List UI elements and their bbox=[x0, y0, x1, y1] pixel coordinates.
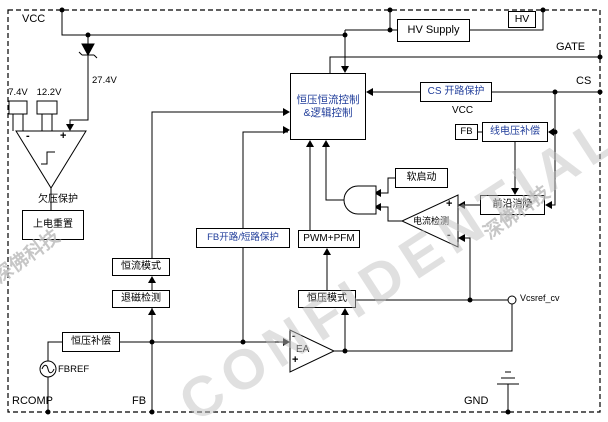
soft-start-block: 软启动 bbox=[395, 168, 448, 188]
leading-edge-blanking-block: 前沿消隐 bbox=[480, 195, 545, 215]
line-comp-fb-label: FB bbox=[455, 124, 478, 140]
error-amp-icon bbox=[289, 329, 336, 373]
demag-detect-block: 退磁检测 bbox=[112, 290, 170, 308]
control-logic-line1: 恒压恒流控制 bbox=[296, 94, 360, 107]
hv-supply-block: HV Supply bbox=[397, 19, 470, 42]
cv-mode-block: 恒压模式 bbox=[298, 290, 356, 308]
fbref-source-icon bbox=[39, 360, 57, 378]
pin-gate: GATE bbox=[556, 41, 586, 53]
cs-open-protect-block: CS 开路保护 bbox=[420, 82, 492, 102]
uvlo-plus: + bbox=[60, 130, 67, 142]
chip-boundary bbox=[7, 9, 601, 413]
uvlo-minus: - bbox=[26, 130, 30, 142]
current-detect-label: 电流检测 bbox=[412, 216, 449, 226]
vcsref-node-icon bbox=[507, 295, 517, 305]
error-amp-minus: - bbox=[292, 330, 296, 342]
line-comp-vcc-label: VCC bbox=[452, 105, 474, 116]
threshold-low-label: 7.4V bbox=[8, 87, 28, 98]
pin-hv: HV bbox=[508, 11, 536, 28]
fb-protect-block: FB开路/短路保护 bbox=[196, 228, 290, 248]
pin-fb: FB bbox=[132, 395, 147, 407]
cv-comp-block: 恒压补偿 bbox=[62, 332, 120, 352]
zener-diode-icon bbox=[78, 43, 98, 59]
uvlo-comparator-icon bbox=[15, 130, 87, 189]
uvlo-label: 欠压保护 bbox=[38, 194, 78, 205]
ground-icon bbox=[497, 371, 519, 385]
zener-voltage-label: 27.4V bbox=[92, 75, 117, 86]
pin-cs: CS bbox=[576, 75, 592, 87]
control-logic-line2: &逻辑控制 bbox=[303, 106, 353, 119]
error-amp-label: EA bbox=[296, 344, 310, 355]
power-on-reset-block: 上电重置 bbox=[22, 210, 84, 240]
pin-gnd: GND bbox=[464, 395, 489, 407]
cc-mode-block: 恒流模式 bbox=[112, 258, 170, 276]
and-gate-icon bbox=[343, 185, 377, 215]
vcsref-label: Vcsref_cv bbox=[520, 293, 560, 303]
current-detect-minus: - bbox=[447, 229, 451, 241]
line-voltage-comp-block: 线电压补偿 bbox=[482, 122, 548, 142]
current-detect-plus: + bbox=[446, 198, 453, 210]
pwm-pfm-block: PWM+PFM bbox=[298, 230, 360, 248]
control-logic-block: 恒压恒流控制 &逻辑控制 bbox=[290, 73, 366, 140]
fbref-label: FBREF bbox=[58, 364, 90, 375]
junction-dots bbox=[45, 7, 603, 415]
current-detect-comparator-icon bbox=[400, 194, 459, 248]
threshold-high-label: 12.2V bbox=[36, 87, 62, 98]
pin-vcc: VCC bbox=[22, 13, 46, 25]
arrowheads bbox=[66, 66, 554, 346]
threshold-selector-icons bbox=[8, 100, 58, 115]
error-amp-plus: + bbox=[292, 354, 299, 366]
pin-rcomp: RCOMP bbox=[12, 395, 53, 407]
